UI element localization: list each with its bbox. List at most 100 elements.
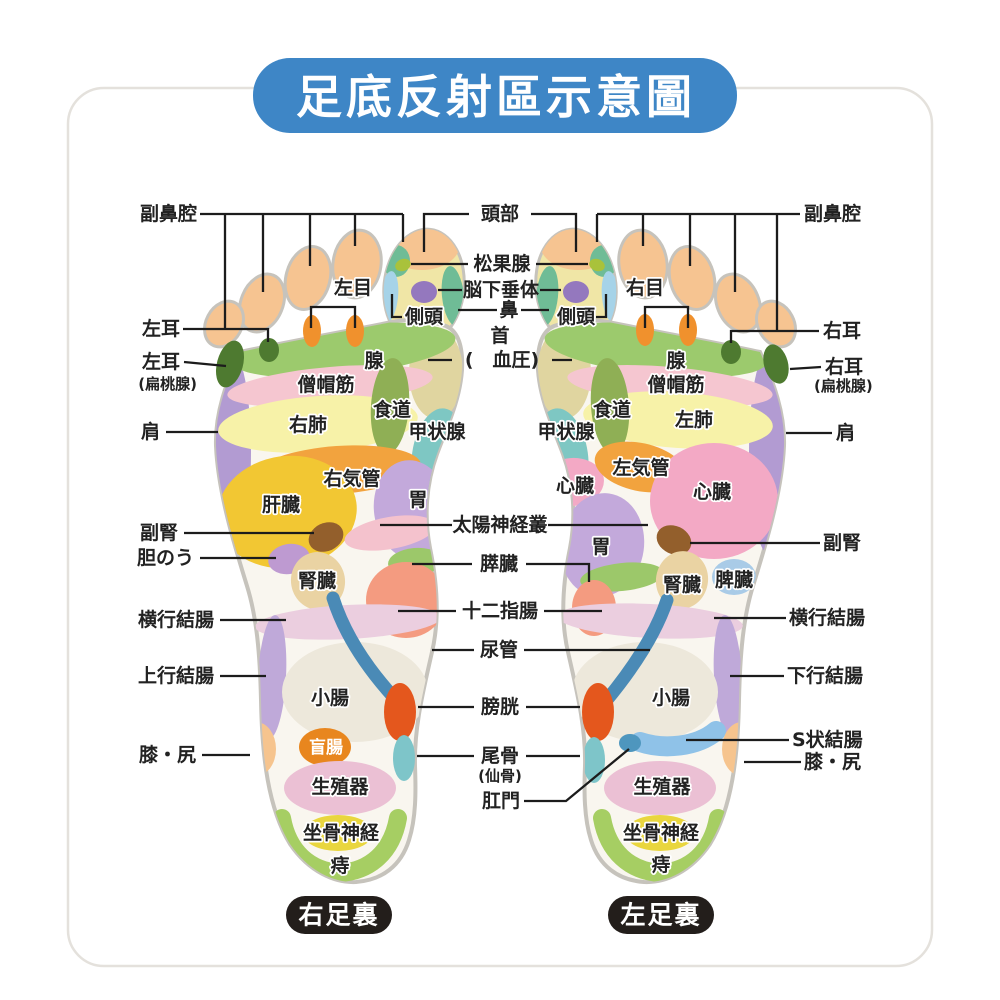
- right-foot-toe-4: [238, 272, 286, 334]
- label-gallbladder: 胆のう: [137, 547, 194, 569]
- label-heart: 心臓: [556, 475, 594, 497]
- label-transverse-colon-left: 横行結腸: [138, 608, 214, 631]
- right-foot-sole: [203, 225, 466, 885]
- label-tonsil-left: (扁桃腺): [138, 375, 197, 393]
- left-eye-zone: [346, 315, 364, 347]
- label-nose: 鼻: [499, 298, 518, 321]
- label-transverse-colon-right: 横行結腸: [789, 606, 865, 629]
- label-trapezius: 僧帽筋: [297, 373, 354, 396]
- label-right-foot: 右足裏: [298, 901, 379, 930]
- sciatic-nerve-zone: [303, 815, 373, 851]
- label-spleen: 脾臓: [714, 568, 753, 591]
- left-foot-pill: [608, 896, 714, 934]
- label-blood-pressure: ( 血圧): [465, 348, 539, 371]
- label-temporal-left: 側頭: [404, 306, 444, 328]
- adrenal-zone: [308, 522, 344, 552]
- leader-sinus-right: [595, 212, 800, 330]
- label-head: 頭部: [481, 202, 519, 225]
- spleen-zone: [712, 559, 756, 595]
- leader-right-eye: [643, 305, 690, 328]
- label-left-ear-tonsil: 左耳: [142, 350, 180, 373]
- left-lung-zone: [583, 391, 773, 449]
- coccyx-zone: [393, 735, 415, 781]
- cecum-zone: [299, 728, 351, 766]
- label-gland: 腺: [665, 349, 686, 372]
- label-neck: 首: [490, 324, 509, 347]
- esophagus-zone: [370, 358, 410, 454]
- title-banner: [253, 58, 737, 133]
- sciatic-nerve-zone: [625, 815, 695, 851]
- right-eye-zone: [679, 314, 697, 346]
- label-adrenal-left: 副腎: [140, 522, 178, 544]
- label-sinus-right: 副鼻腔: [804, 202, 861, 225]
- label-pituitary: 脳下垂体: [462, 278, 540, 301]
- page-title: 足底反射區示意圖: [296, 70, 696, 124]
- leader-lines: [166, 212, 832, 803]
- leader-anus: [524, 748, 630, 803]
- ureter-zone: [599, 593, 674, 708]
- label-shoulder-right: 肩: [836, 421, 855, 444]
- genitals-zone: [284, 761, 396, 815]
- right-ear-zone: [721, 340, 741, 364]
- label-stomach: 胃: [408, 489, 427, 511]
- right-foot-toe-3: [283, 245, 333, 311]
- label-left-eye: 左目: [334, 276, 372, 299]
- bladder-zone: [384, 683, 416, 741]
- left-foot-toe-3: [667, 245, 717, 311]
- label-adrenal-right: 副腎: [823, 532, 861, 554]
- label-left-ear: 左耳: [142, 317, 180, 340]
- label-right-eye: 右目: [625, 276, 664, 299]
- label-left-trachea: 左気管: [612, 456, 669, 479]
- label-small-intestine: 小腸: [311, 687, 349, 709]
- label-gland: 腺: [363, 349, 384, 372]
- label-sciatic-nerve: 坐骨神経: [623, 821, 700, 844]
- label-left-lung: 左肺: [675, 408, 713, 431]
- descending-colon-zone: [713, 615, 743, 739]
- label-left-foot: 左足裏: [620, 901, 701, 930]
- label-temporal-right: 側頭: [556, 306, 596, 328]
- label-sinus-left: 副鼻腔: [140, 202, 197, 225]
- left-ear-tonsil-zone: [215, 340, 245, 388]
- label-sacrum: (仙骨): [478, 767, 522, 785]
- right-lung-zone: [218, 395, 418, 453]
- right-foot-toe-2: [331, 228, 383, 300]
- label-thyroid: 甲状腺: [537, 420, 595, 443]
- label-right-lung: 右肺: [288, 413, 327, 436]
- label-cecum: 盲腸: [309, 737, 343, 758]
- label-bladder: 膀胱: [480, 695, 519, 718]
- genitals-zone: [604, 761, 716, 815]
- label-sciatic-nerve: 坐骨神経: [303, 821, 380, 844]
- label-ascending-colon: 上行結腸: [138, 664, 214, 687]
- leader-left-ear-tonsil: [183, 360, 227, 368]
- label-ureter: 尿管: [480, 638, 518, 661]
- left-foot-toe-2: [617, 228, 669, 300]
- label-pancreas: 膵臓: [480, 552, 518, 575]
- label-liver: 肝臓: [262, 494, 300, 516]
- label-esophagus: 食道: [593, 398, 631, 421]
- label-heart: 心臓: [693, 481, 731, 503]
- left-ear-zone: [259, 338, 279, 362]
- ascending-colon-zone: [257, 615, 287, 739]
- leader-right-ear-tonsil: [789, 365, 822, 371]
- label-thyroid: 甲状腺: [408, 420, 466, 443]
- pituitary-zone: [563, 281, 589, 303]
- label-duodenum: 十二指腸: [462, 599, 538, 622]
- label-sigmoid-colon: S状結腸: [792, 728, 863, 751]
- label-right-ear-tonsil: 右耳: [824, 355, 863, 378]
- transverse-colon-zone: [557, 603, 743, 639]
- leader-temporal: [390, 294, 608, 319]
- pineal-zone: [589, 258, 605, 272]
- label-kidney: 腎臓: [298, 570, 336, 592]
- label-hemorrhoid: 痔: [651, 853, 670, 876]
- left-eye-zone: [303, 315, 321, 347]
- leader-left-eye: [309, 305, 357, 328]
- sigmoid-colon-zone: [630, 721, 726, 757]
- label-anus: 肛門: [482, 790, 520, 812]
- label-esophagus: 食道: [373, 398, 411, 421]
- right-eye-zone: [636, 314, 654, 346]
- label-coccyx: 尾骨: [481, 745, 519, 767]
- leader-right-ear: [729, 329, 819, 343]
- leader-left-ear: [183, 327, 270, 342]
- label-tonsil-right: (扁桃腺): [814, 377, 873, 395]
